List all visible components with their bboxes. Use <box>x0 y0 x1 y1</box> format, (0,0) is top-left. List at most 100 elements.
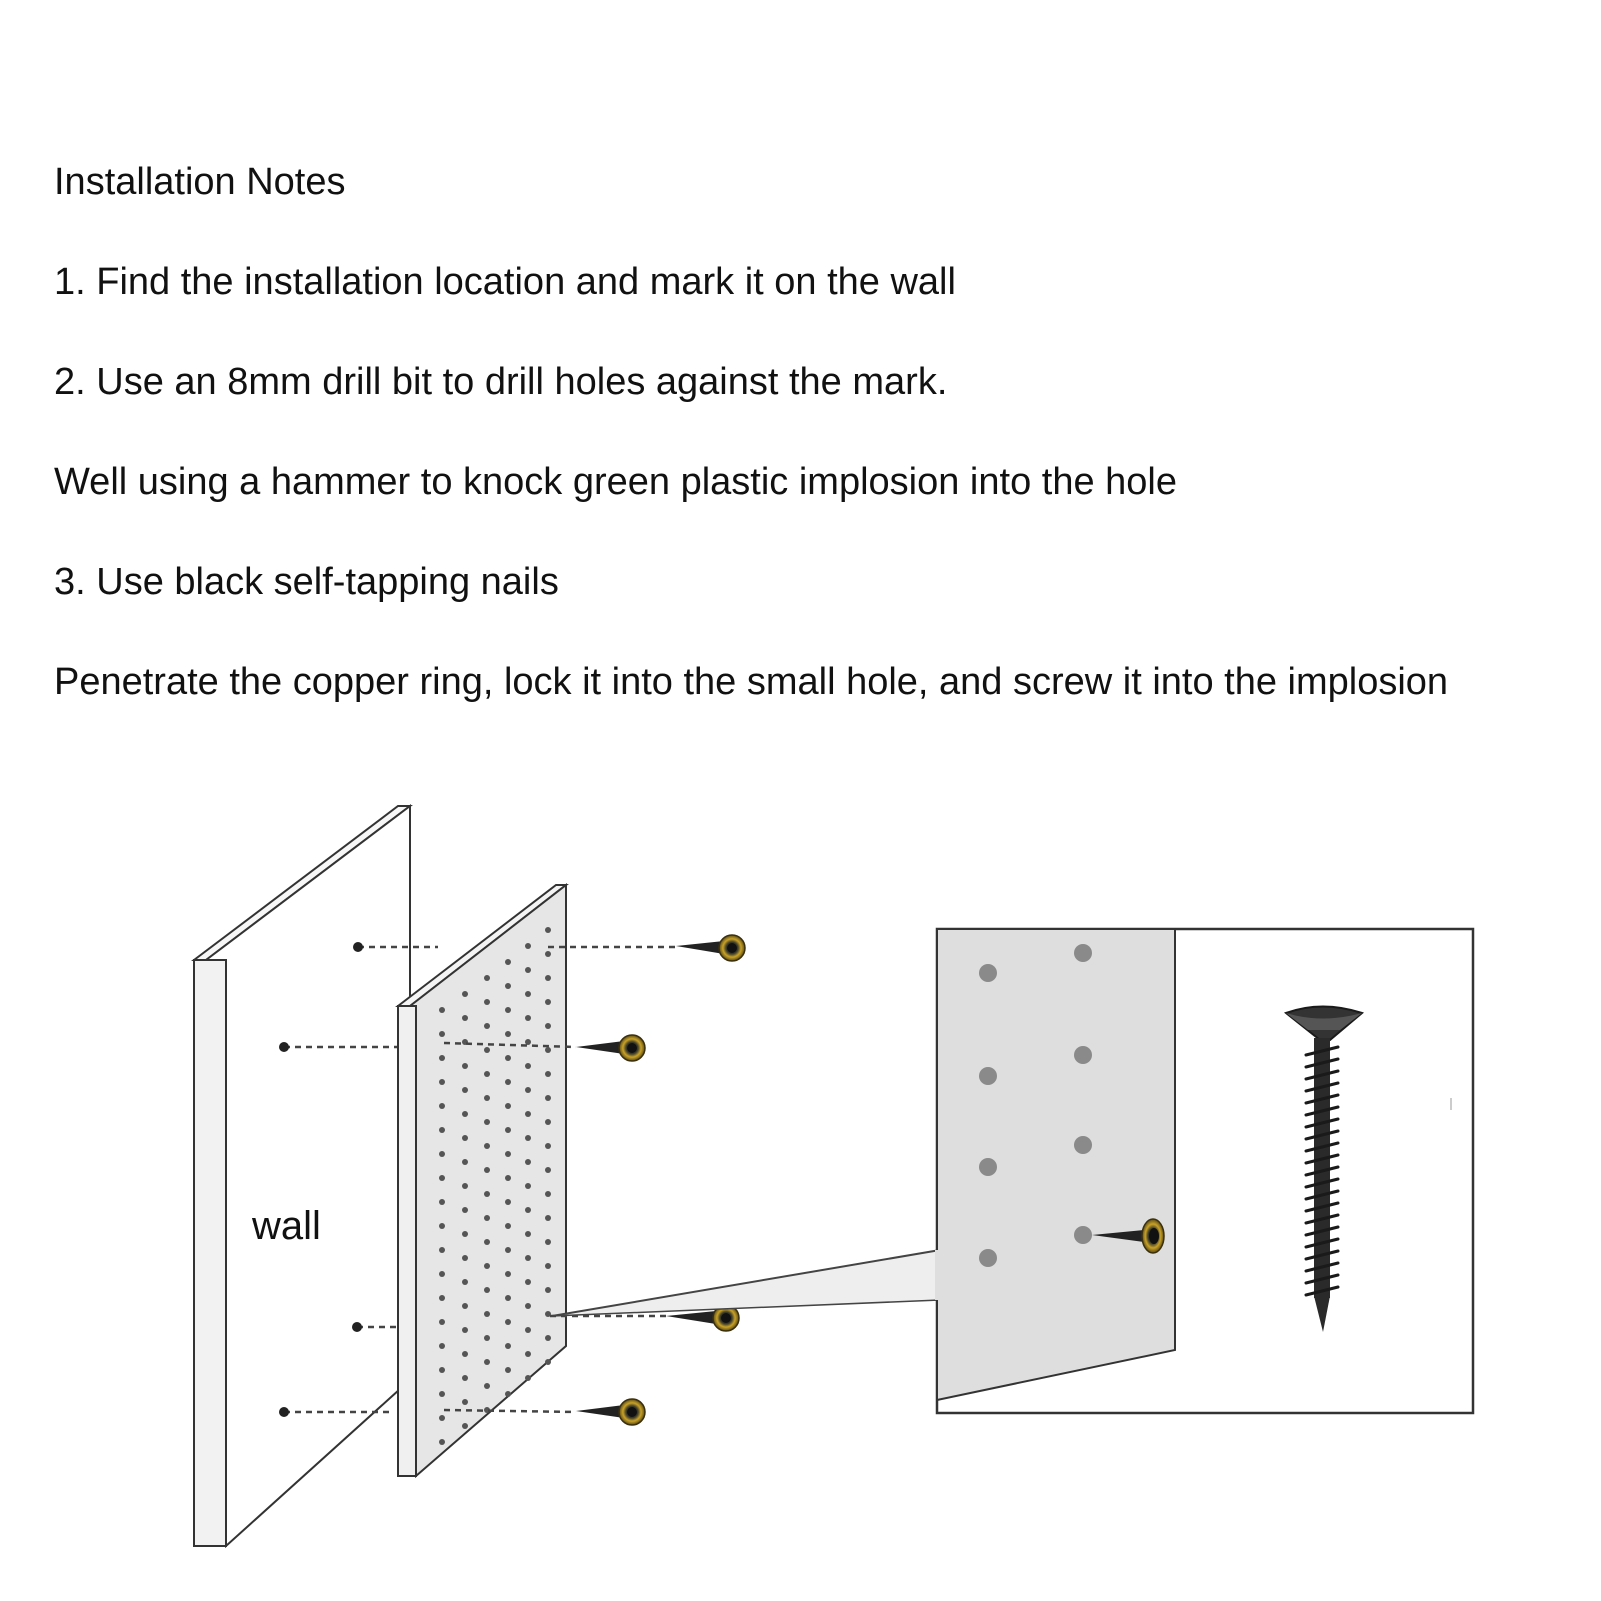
screw-1 <box>676 934 746 962</box>
pegboard-hole <box>545 1071 551 1077</box>
pegboard-hole <box>525 1303 531 1309</box>
pegboard-hole <box>505 959 511 965</box>
pegboard-hole <box>525 1255 531 1261</box>
screw-thread <box>1304 1237 1340 1249</box>
wall-board <box>191 803 413 1549</box>
pegboard-hole <box>462 1255 468 1261</box>
pegboard-hole <box>545 975 551 981</box>
pegboard-hole <box>545 1359 551 1365</box>
pegboard-hole <box>439 1247 445 1253</box>
pegboard-hole <box>505 1271 511 1277</box>
pegboard-hole <box>484 1359 490 1365</box>
pegboard-hole <box>484 1095 490 1101</box>
pegboard-hole <box>545 1167 551 1173</box>
pegboard-hole <box>439 1127 445 1133</box>
pegboard-hole <box>462 1231 468 1237</box>
pegboard-hole <box>545 1263 551 1269</box>
pegboard-hole <box>505 1367 511 1373</box>
pegboard-hole <box>505 1343 511 1349</box>
pegboard-hole <box>545 1287 551 1293</box>
screw-thread <box>1304 1213 1340 1225</box>
pegboard-hole <box>484 975 490 981</box>
pegboard-hole <box>505 1175 511 1181</box>
pegboard-hole <box>525 1183 531 1189</box>
pegboard-hole <box>545 1215 551 1221</box>
pegboard-hole <box>439 1439 445 1445</box>
pegboard-hole <box>439 1295 445 1301</box>
screw-thread <box>1304 1285 1340 1297</box>
note-step-1: 1. Find the installation location and ma… <box>54 261 956 303</box>
pegboard-hole <box>439 1079 445 1085</box>
pegboard-hole <box>545 1335 551 1341</box>
pegboard-hole <box>545 1119 551 1125</box>
pegboard-hole <box>505 1127 511 1133</box>
pegboard-hole <box>462 1183 468 1189</box>
pegboard-hole <box>525 1159 531 1165</box>
pegboard-hole <box>505 1151 511 1157</box>
pegboard-hole <box>505 1079 511 1085</box>
pegboard-hole <box>439 1151 445 1157</box>
pegboard-hole <box>545 1023 551 1029</box>
note-step-2-detail: Well using a hammer to knock green plast… <box>54 461 1177 503</box>
pegboard-hole <box>462 1063 468 1069</box>
pegboard-hole <box>462 1015 468 1021</box>
pegboard-hole <box>439 1367 445 1373</box>
pegboard-hole <box>439 1319 445 1325</box>
screw-thread <box>1304 1141 1340 1153</box>
screw-thread <box>1304 1153 1340 1165</box>
pegboard-hole <box>525 1063 531 1069</box>
pegboard-hole <box>525 1351 531 1357</box>
pegboard-hole <box>484 1287 490 1293</box>
pegboard-hole <box>505 1223 511 1229</box>
pegboard-hole <box>462 1207 468 1213</box>
screw-thread <box>1304 1273 1340 1285</box>
pegboard-hole <box>462 1087 468 1093</box>
pegboard-hole <box>439 1271 445 1277</box>
pegboard-hole <box>505 1031 511 1037</box>
screw-thread <box>1304 1225 1340 1237</box>
pegboard-hole <box>484 1047 490 1053</box>
pegboard-hole <box>525 943 531 949</box>
pegboard-hole <box>484 1311 490 1317</box>
pegboard-hole <box>505 1199 511 1205</box>
pegboard-hole <box>439 1199 445 1205</box>
pegboard-hole <box>505 1295 511 1301</box>
wall-label: wall <box>252 1204 321 1248</box>
pegboard-hole <box>545 1047 551 1053</box>
pegboard-hole <box>439 1391 445 1397</box>
screw-thread <box>1304 1261 1340 1273</box>
pegboard-hole <box>525 967 531 973</box>
pegboard-hole <box>439 1103 445 1109</box>
pegboard-hole <box>545 927 551 933</box>
screw-thread <box>1304 1057 1340 1069</box>
pegboard-hole <box>525 1375 531 1381</box>
pegboard-holes <box>439 927 551 1445</box>
screw-2 <box>576 1034 646 1062</box>
screw-thread <box>1304 1081 1340 1093</box>
screw-3 <box>666 1304 740 1332</box>
pegboard-hole <box>525 1207 531 1213</box>
screw-thread <box>1304 1201 1340 1213</box>
pegboard-hole <box>525 1135 531 1141</box>
pegboard-hole <box>462 991 468 997</box>
pegboard-hole <box>439 1415 445 1421</box>
pegboard-hole <box>439 1223 445 1229</box>
screw-guides <box>443 945 676 1414</box>
pegboard-hole <box>525 1111 531 1117</box>
detail-screw <box>1092 1218 1165 1254</box>
pegboard-hole <box>484 1023 490 1029</box>
pegboard-hole <box>462 1351 468 1357</box>
pegboard-hole <box>525 991 531 997</box>
screw-thread <box>1304 1105 1340 1117</box>
wall-marks <box>279 942 438 1417</box>
pegboard-hole <box>525 1015 531 1021</box>
pegboard-hole <box>525 1039 531 1045</box>
screw-thread <box>1304 1249 1340 1261</box>
pegboard-hole <box>545 1191 551 1197</box>
pegboard-hole <box>484 1071 490 1077</box>
pegboard-hole <box>462 1375 468 1381</box>
pegboard-hole <box>462 1423 468 1429</box>
detail-holes <box>979 944 1092 1267</box>
